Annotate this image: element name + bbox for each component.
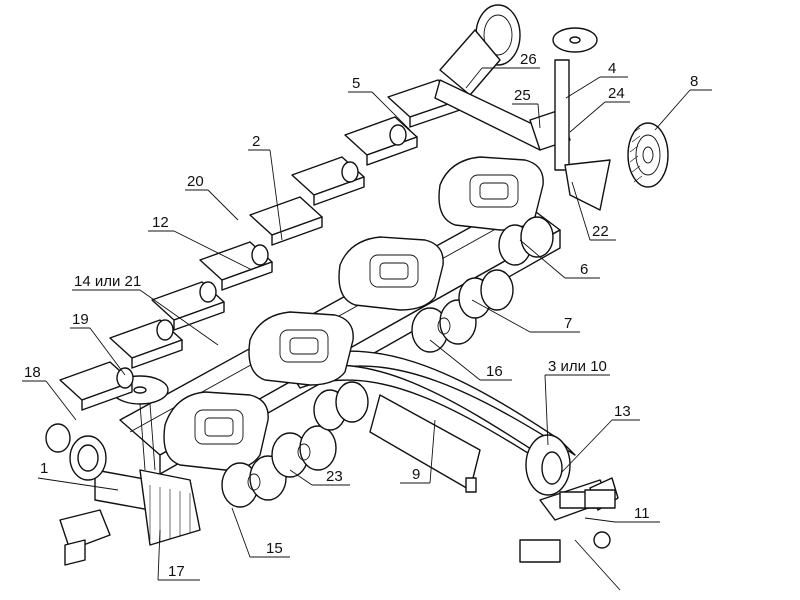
callout-17: 17 — [168, 563, 185, 580]
callout-19: 19 — [72, 311, 89, 328]
seed-hopper — [249, 196, 323, 246]
rear-wheel — [45, 423, 107, 481]
leader-lines — [22, 67, 712, 581]
press-wheel-unit — [271, 425, 337, 478]
callout-16: 16 — [486, 363, 503, 380]
callout-24: 24 — [608, 85, 625, 102]
callout-11: 11 — [634, 505, 650, 522]
callout-15: 15 — [266, 540, 283, 557]
fertilizer-tank-row — [163, 156, 544, 471]
callout-2: 2 — [252, 133, 260, 150]
callout-26: 26 — [520, 51, 537, 68]
transport-wheel-right — [627, 122, 669, 188]
callout-3-or-10: 3 или 10 — [548, 358, 607, 375]
callout-8: 8 — [690, 73, 698, 90]
callout-13: 13 — [614, 403, 631, 420]
callout-6: 6 — [580, 261, 588, 278]
callout-25: 25 — [514, 87, 531, 104]
marker-disk-top — [552, 27, 598, 53]
gauge-wheel-row — [116, 124, 407, 389]
fertilizer-tank — [163, 391, 269, 471]
fertilizer-tank — [438, 156, 544, 231]
press-wheel-unit — [313, 381, 369, 431]
callout-4: 4 — [608, 60, 616, 77]
fertilizer-tank — [338, 236, 444, 311]
callout-12: 12 — [152, 214, 169, 231]
callout-labels: 1 2 3 или 10 4 5 6 7 8 9 11 12 13 14 или… — [24, 51, 698, 580]
callout-9: 9 — [412, 466, 420, 483]
callout-1: 1 — [40, 460, 48, 477]
callout-23: 23 — [326, 468, 343, 485]
callout-7: 7 — [564, 315, 572, 332]
press-wheel-unit — [498, 216, 554, 266]
hitch-coupling — [519, 434, 621, 591]
seed-hopper — [344, 116, 418, 166]
callout-5: 5 — [352, 75, 360, 92]
callout-20: 20 — [187, 173, 204, 190]
callout-18: 18 — [24, 364, 41, 381]
fertilizer-tank — [248, 311, 354, 386]
transport-wheel-top — [439, 4, 521, 96]
callout-14-or-21: 14 или 21 — [74, 273, 141, 290]
press-wheel-row — [221, 216, 554, 508]
press-wheel-unit — [458, 269, 514, 319]
callout-22: 22 — [592, 223, 609, 240]
rear-hitch-bracket — [59, 469, 201, 566]
marker-arm — [434, 59, 611, 211]
press-wheel-unit — [221, 455, 287, 508]
